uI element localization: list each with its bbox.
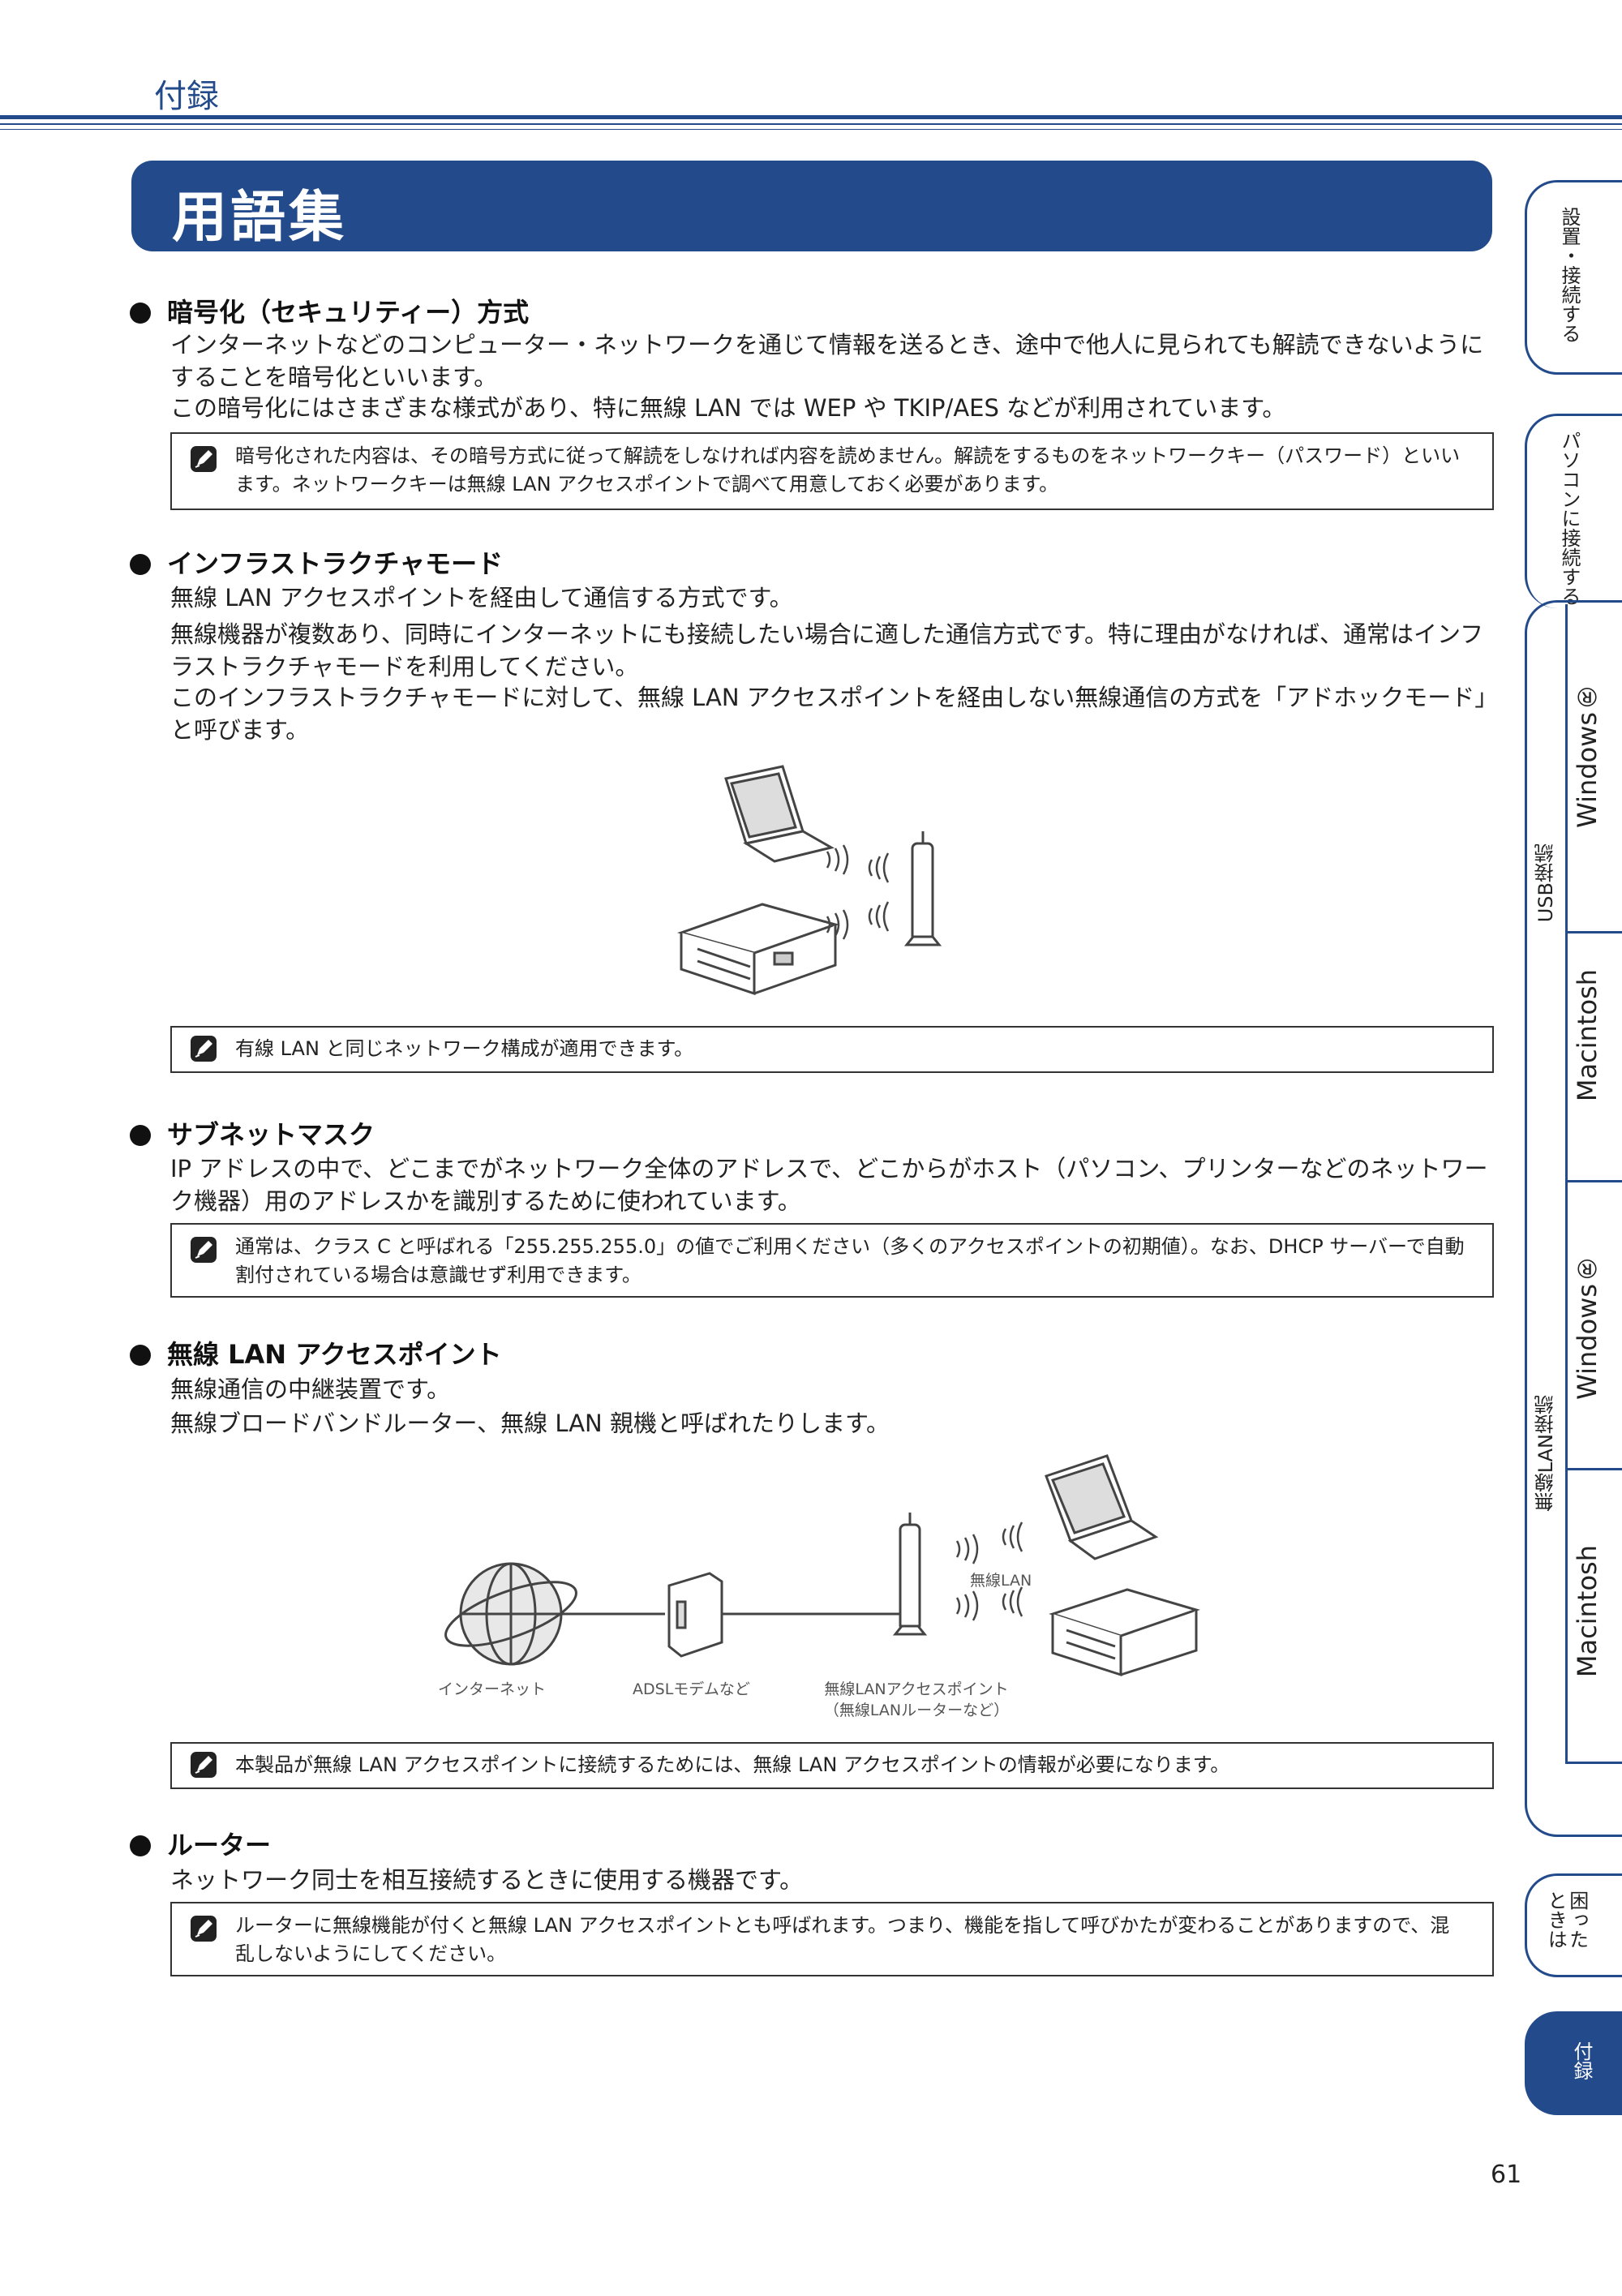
printer-icon — [676, 903, 840, 996]
access-point-figure — [444, 1454, 1200, 1677]
section-heading: サブネットマスク — [130, 1114, 375, 1152]
tab-setup[interactable]: 設置・接続する — [1525, 180, 1622, 375]
side-connection-panel — [1525, 600, 1622, 1837]
note-text: 有線 LAN と同じネットワーク構成が適用できます。 — [235, 1037, 694, 1060]
header-rule — [0, 115, 1622, 119]
side-divider — [1565, 1762, 1622, 1764]
side-label-wlan: 無線LAN接続 — [1534, 1395, 1557, 1513]
printer-icon — [1049, 1588, 1200, 1677]
note-text: 本製品が無線 LAN アクセスポイントに接続するためには、無線 LAN アクセス… — [235, 1753, 1230, 1776]
bullet-icon — [130, 303, 151, 324]
tab-appendix[interactable]: 付録 — [1525, 2011, 1622, 2115]
wireless-signal-icon — [955, 1521, 1023, 1621]
paragraph: 無線 LAN アクセスポイントを経由して通信する方式です。 — [170, 584, 793, 612]
bullet-icon — [130, 554, 151, 575]
side-divider — [1565, 604, 1568, 1764]
note-text: 暗号化された内容は、その暗号方式に従って解読をしなければ内容を読めません。解読を… — [235, 444, 1461, 496]
note-box: 有線 LAN と同じネットワーク構成が適用できます。 — [170, 1026, 1494, 1073]
tab-wlan-windows[interactable]: Windows® — [1572, 1253, 1603, 1400]
page-number: 61 — [1491, 2161, 1522, 2189]
laptop-icon — [1045, 1454, 1159, 1560]
side-divider — [1565, 1468, 1622, 1470]
note-box: 本製品が無線 LAN アクセスポイントに接続するためには、無線 LAN アクセス… — [170, 1742, 1494, 1789]
side-divider — [1565, 1180, 1622, 1182]
tab-trouble[interactable]: 困ったときは — [1525, 1873, 1622, 1977]
tab-usb-windows[interactable]: Windows® — [1572, 681, 1603, 828]
section-heading: インフラストラクチャモード — [130, 543, 503, 581]
side-divider — [1565, 931, 1622, 933]
side-label-usb: USB接続 — [1534, 843, 1557, 923]
figure-label: 無線LAN — [970, 1572, 1032, 1590]
figure-label: ADSLモデムなど — [633, 1680, 750, 1698]
memo-icon — [191, 1752, 217, 1778]
modem-icon — [667, 1572, 723, 1658]
access-point-icon — [892, 1513, 928, 1636]
note-box: ルーターに無線機能が付くと無線 LAN アクセスポイントとも呼ばれます。つまり、… — [170, 1902, 1494, 1976]
section-heading: 暗号化（セキュリティー）方式 — [130, 292, 529, 329]
paragraph: 無線機器が複数あり、同時にインターネットにも接続したい場合に適した通信方式です。… — [170, 620, 1484, 681]
paragraph: このインフラストラクチャモードに対して、無線 LAN アクセスポイントを経由しな… — [170, 684, 1487, 745]
paragraph: ネットワーク同士を相互接続するときに使用する機器です。 — [170, 1866, 804, 1894]
tab-pc-connect[interactable]: パソコンに接続する — [1525, 414, 1622, 608]
note-box: 暗号化された内容は、その暗号方式に従って解読をしなければ内容を読めません。解読を… — [170, 432, 1494, 510]
note-box: 通常は、クラス C と呼ばれる「255.255.255.0」の値でご利用ください… — [170, 1223, 1494, 1298]
note-text: ルーターに無線機能が付くと無線 LAN アクセスポイントとも呼ばれます。つまり、… — [235, 1914, 1450, 1965]
memo-icon — [191, 1237, 217, 1263]
bullet-icon — [130, 1125, 151, 1146]
figure-label: 無線LANアクセスポイント — [824, 1680, 1009, 1698]
paragraph: IP アドレスの中で、どこまでがネットワーク全体のアドレスで、どこからがホスト（… — [170, 1155, 1488, 1216]
bullet-icon — [130, 1345, 151, 1366]
page-title: 用語集 — [172, 186, 348, 250]
figure-label: インターネット — [438, 1680, 547, 1698]
laptop-icon — [724, 765, 835, 863]
paragraph: この暗号化にはさまざまな様式があり、特に無線 LAN では WEP や TKIP… — [170, 394, 1286, 422]
infrastructure-mode-figure — [676, 765, 942, 996]
chapter-label: 付録 — [154, 78, 219, 115]
bullet-icon — [130, 1835, 151, 1856]
paragraph: インターネットなどのコンピューター・ネットワークを通じて情報を送るとき、途中で他… — [170, 331, 1484, 392]
section-heading: 無線 LAN アクセスポイント — [130, 1334, 502, 1371]
wireless-signal-icon — [826, 844, 890, 940]
note-text: 通常は、クラス C と呼ばれる「255.255.255.0」の値でご利用ください… — [235, 1235, 1465, 1286]
memo-icon — [191, 446, 217, 472]
tab-usb-macintosh[interactable]: Macintosh — [1572, 969, 1603, 1102]
paragraph: 無線ブロードバンドルーター、無線 LAN 親機と呼ばれたりします。 — [170, 1410, 890, 1437]
paragraph: 無線通信の中継装置です。 — [170, 1375, 451, 1403]
memo-icon — [191, 1916, 217, 1942]
header-rule — [0, 129, 1622, 130]
access-point-icon — [903, 831, 942, 946]
tab-wlan-macintosh[interactable]: Macintosh — [1572, 1545, 1603, 1678]
header-rule — [0, 123, 1622, 125]
section-heading: ルーター — [130, 1825, 271, 1862]
memo-icon — [191, 1036, 217, 1062]
figure-label: （無線LANルーターなど） — [823, 1702, 1010, 1719]
page-title-banner: 用語集 — [131, 161, 1492, 251]
